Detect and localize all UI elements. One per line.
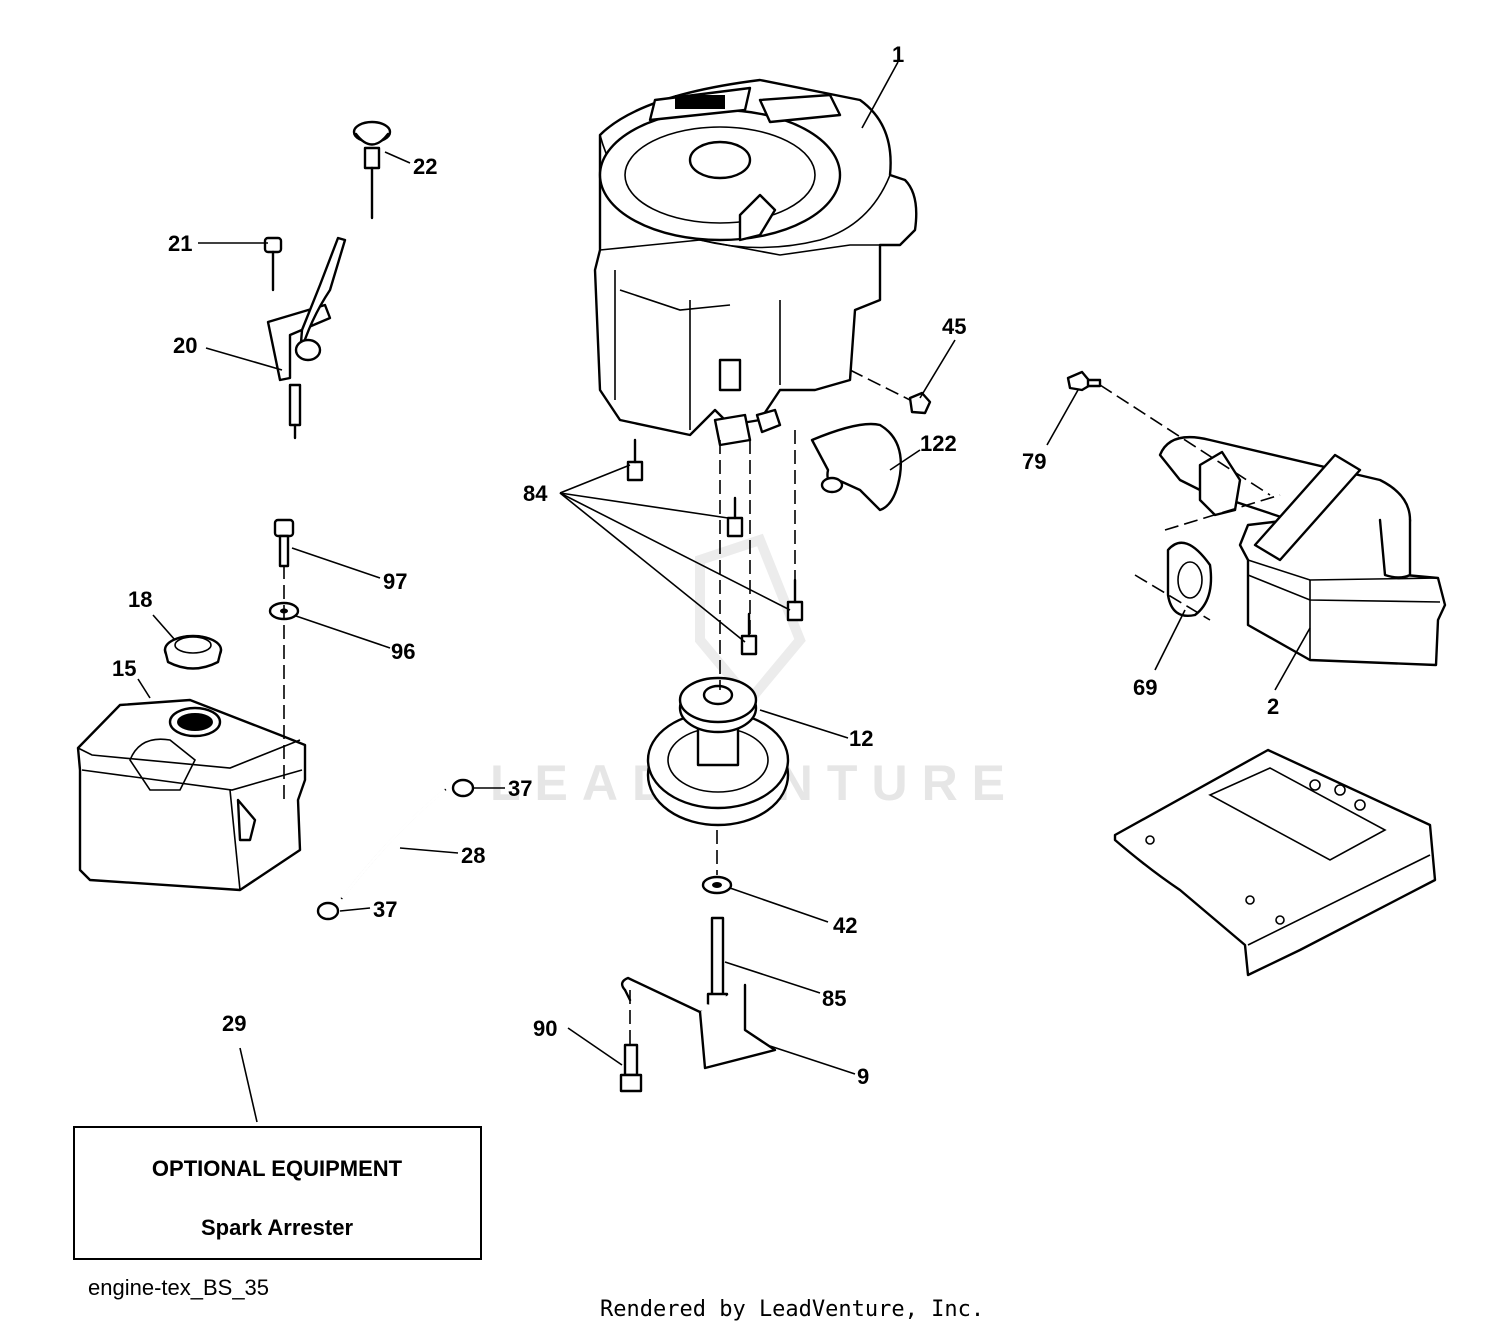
callout-42: 42 (833, 913, 857, 938)
callout-labels: 1 22 21 20 45 122 84 97 96 18 15 12 37 2… (112, 42, 1279, 1089)
callout-12: 12 (849, 726, 873, 751)
part-2-muffler[interactable] (1158, 435, 1447, 667)
part-45-nut[interactable] (908, 391, 932, 415)
part-15-fuel-tank[interactable] (76, 698, 307, 892)
optional-equipment-box: OPTIONAL EQUIPMENT Spark Arrester (73, 1126, 482, 1260)
callout-90: 90 (533, 1016, 557, 1041)
part-97-screw[interactable] (273, 518, 295, 568)
callout-122: 122 (920, 431, 957, 456)
assembly-lines (283, 369, 1281, 1045)
callout-84: 84 (523, 481, 548, 506)
part-20-bracket[interactable] (266, 236, 347, 440)
part-79-bolt[interactable] (1066, 370, 1102, 392)
callout-37-top: 37 (508, 776, 532, 801)
render-credit: Rendered by LeadVenture, Inc. (600, 1297, 984, 1322)
callout-29: 29 (222, 1011, 246, 1036)
diagram-reference: engine-tex_BS_35 (88, 1275, 269, 1300)
callout-21: 21 (168, 231, 192, 256)
engine-mount-plate[interactable] (1113, 748, 1437, 977)
part-12-pulley[interactable] (646, 676, 790, 827)
part-122-shield[interactable] (810, 422, 902, 512)
part-18-cap[interactable] (163, 634, 223, 670)
part-85-bolt[interactable] (706, 916, 729, 1011)
part-84-bolts[interactable] (626, 438, 804, 656)
part-90-bolt[interactable] (619, 1043, 643, 1093)
callout-22: 22 (413, 154, 437, 179)
engine[interactable] (593, 78, 918, 447)
callout-2: 2 (1267, 694, 1279, 719)
callout-15: 15 (112, 656, 136, 681)
callout-9: 9 (857, 1064, 869, 1089)
part-37-clamp-top[interactable] (451, 778, 475, 798)
callout-79: 79 (1022, 449, 1046, 474)
callout-96: 96 (391, 639, 415, 664)
part-28-hose[interactable] (340, 788, 447, 900)
callout-69: 69 (1133, 675, 1157, 700)
part-22-knob[interactable] (352, 120, 392, 220)
callout-28: 28 (461, 843, 485, 868)
part-37-clamp-bottom[interactable] (316, 901, 340, 921)
part-69-gasket[interactable] (1166, 541, 1213, 617)
callout-37-bottom: 37 (373, 897, 397, 922)
optional-equipment-heading: OPTIONAL EQUIPMENT (152, 1156, 403, 1181)
part-21-screw[interactable] (263, 236, 283, 292)
callout-20: 20 (173, 333, 197, 358)
leader-lines (137, 61, 1311, 1123)
callout-45: 45 (942, 314, 966, 339)
callout-1: 1 (892, 42, 904, 67)
part-42-washer[interactable] (701, 875, 733, 895)
callout-97: 97 (383, 569, 407, 594)
part-9-rod[interactable] (620, 976, 777, 1070)
optional-equipment-item: Spark Arrester (201, 1215, 353, 1240)
callout-85: 85 (822, 986, 846, 1011)
callout-18: 18 (128, 587, 152, 612)
